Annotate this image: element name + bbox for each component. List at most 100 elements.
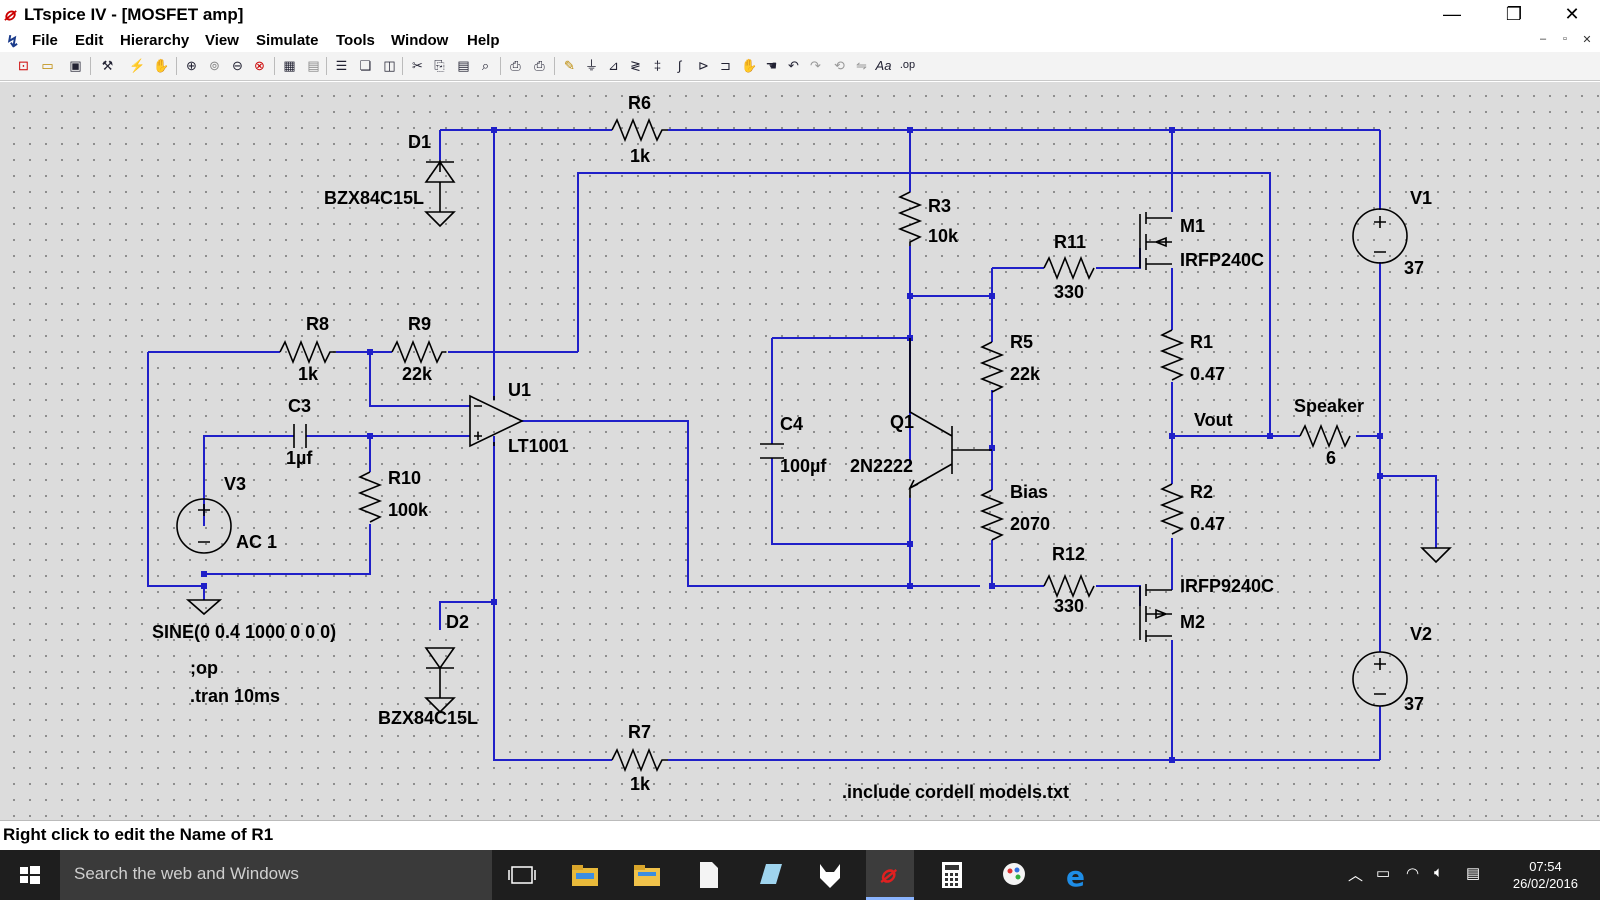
label-r12-name[interactable]: R12 bbox=[1052, 544, 1086, 564]
diode-icon[interactable]: ⊳ bbox=[698, 58, 709, 73]
file-explorer-icon[interactable] bbox=[566, 858, 602, 892]
resistor-r12[interactable] bbox=[1043, 573, 1095, 599]
voltage-source-v1[interactable] bbox=[1352, 208, 1408, 264]
wire-icon[interactable]: ✎ bbox=[564, 58, 575, 73]
capacitor-c4[interactable] bbox=[760, 443, 784, 459]
ground-v3[interactable] bbox=[185, 599, 223, 616]
print-icon[interactable]: ⎙ bbox=[534, 58, 545, 73]
calculator-icon[interactable] bbox=[934, 858, 970, 892]
ground-icon[interactable]: ⏚ bbox=[584, 58, 598, 73]
resistor-speaker[interactable] bbox=[1299, 423, 1351, 449]
menu-window[interactable]: Window bbox=[391, 32, 449, 49]
clock[interactable]: 07:54 26/02/2016 bbox=[1513, 858, 1578, 892]
voltage-source-v3[interactable] bbox=[176, 498, 232, 554]
label-r3-value[interactable]: 10k bbox=[928, 226, 959, 246]
resistor-r9[interactable] bbox=[391, 339, 446, 365]
new-schematic-icon[interactable]: ⊡ bbox=[18, 58, 29, 73]
label-r10-name[interactable]: R10 bbox=[388, 468, 422, 488]
label-d2-value[interactable]: BZX84C15L bbox=[378, 708, 479, 728]
label-c4-value[interactable]: 100µf bbox=[780, 456, 827, 476]
edge-icon[interactable]: e bbox=[1058, 858, 1094, 893]
label-m1-name[interactable]: M1 bbox=[1180, 216, 1206, 236]
menu-help[interactable]: Help bbox=[467, 32, 500, 49]
resistor-icon[interactable]: ≷ bbox=[630, 58, 641, 73]
label-u1-name[interactable]: U1 bbox=[508, 380, 532, 400]
capacitor-icon[interactable]: ‡ bbox=[653, 58, 662, 73]
search-box[interactable]: Search the web and Windows bbox=[60, 850, 492, 900]
component-icon[interactable]: ⊐ bbox=[720, 58, 731, 73]
label-u1-value[interactable]: LT1001 bbox=[508, 436, 569, 456]
menu-tools[interactable]: Tools bbox=[336, 32, 375, 49]
label-q1-name[interactable]: Q1 bbox=[890, 412, 915, 432]
label-v3-value[interactable]: AC 1 bbox=[236, 532, 278, 552]
label-r9-name[interactable]: R9 bbox=[408, 314, 432, 334]
label-r6-value[interactable]: 1k bbox=[630, 146, 651, 166]
redo-icon[interactable]: ↷ bbox=[810, 58, 821, 73]
save-icon[interactable]: ▣ bbox=[69, 58, 82, 73]
cascade-icon[interactable]: ❏ bbox=[359, 58, 372, 73]
label-v3-source[interactable]: SINE(0 0.4 1000 0 0 0) bbox=[152, 622, 337, 642]
resistor-r11[interactable] bbox=[1043, 255, 1095, 281]
label-d1-value[interactable]: BZX84C15L bbox=[324, 188, 425, 208]
menu-simulate[interactable]: Simulate bbox=[256, 32, 319, 49]
label-v1-value[interactable]: 37 bbox=[1404, 258, 1425, 278]
label-speaker-value[interactable]: 6 bbox=[1326, 448, 1337, 468]
label-r7-value[interactable]: 1k bbox=[630, 774, 651, 794]
mosfet-m1[interactable] bbox=[1139, 212, 1172, 270]
label-r1-value[interactable]: 0.47 bbox=[1190, 364, 1226, 384]
print-setup-icon[interactable]: ⎙ bbox=[510, 58, 521, 73]
label-d2-name[interactable]: D2 bbox=[446, 612, 470, 632]
label-m2-name[interactable]: M2 bbox=[1180, 612, 1206, 632]
label-m1-value[interactable]: IRFP240C bbox=[1180, 250, 1265, 270]
label-r1-name[interactable]: R1 bbox=[1190, 332, 1214, 352]
find-icon[interactable]: ⌕ bbox=[481, 58, 490, 73]
wifi-icon[interactable]: ◠ bbox=[1406, 865, 1420, 882]
label-v3-name[interactable]: V3 bbox=[224, 474, 247, 494]
zoom-fit-icon[interactable]: ⊗ bbox=[254, 58, 265, 73]
mirror-icon[interactable]: ⇋ bbox=[856, 58, 867, 73]
label-speaker-name[interactable]: Speaker bbox=[1294, 396, 1365, 416]
tile-vertical-icon[interactable]: ◫ bbox=[383, 58, 396, 73]
show-hidden-icons[interactable]: ︿ bbox=[1348, 867, 1364, 884]
paint-icon[interactable] bbox=[996, 858, 1032, 892]
label-r10-value[interactable]: 100k bbox=[388, 500, 429, 520]
label-bias-name[interactable]: Bias bbox=[1010, 482, 1049, 502]
label-c3-value[interactable]: 1µf bbox=[286, 448, 313, 468]
menu-view[interactable]: View bbox=[205, 32, 239, 49]
resistor-r7[interactable] bbox=[611, 747, 668, 773]
capacitor-c3[interactable] bbox=[293, 424, 307, 448]
text-icon[interactable]: Aa bbox=[875, 58, 892, 73]
transistor-q1[interactable] bbox=[908, 338, 992, 498]
resistor-r6[interactable] bbox=[611, 117, 668, 143]
undo-icon[interactable]: ↶ bbox=[788, 58, 799, 73]
halt-icon[interactable]: ✋ bbox=[153, 58, 170, 73]
label-r3-name[interactable]: R3 bbox=[928, 196, 952, 216]
menu-hierarchy[interactable]: Hierarchy bbox=[120, 32, 190, 49]
inductor-icon[interactable]: ∫ bbox=[677, 58, 682, 73]
maximize-icon[interactable]: ❐ bbox=[1505, 4, 1523, 24]
label-c4-name[interactable]: C4 bbox=[780, 414, 804, 434]
copy-icon[interactable]: ⎘ bbox=[434, 58, 445, 73]
ground-speaker[interactable] bbox=[1420, 547, 1452, 564]
schematic-canvas[interactable]: D1 BZX84C15L R6 1k R3 10k R11 330 M1 IRF… bbox=[0, 82, 1600, 820]
directive-tran[interactable]: .tran 10ms bbox=[190, 686, 281, 706]
resistor-r3[interactable] bbox=[897, 191, 923, 246]
run-icon[interactable]: ⚡ bbox=[129, 58, 146, 73]
grid-icon[interactable]: ▤ bbox=[307, 58, 320, 73]
paste-icon[interactable]: ▤ bbox=[457, 58, 470, 73]
doc-close-icon[interactable]: ✕ bbox=[1582, 34, 1592, 46]
label-r8-value[interactable]: 1k bbox=[298, 364, 319, 384]
label-r2-value[interactable]: 0.47 bbox=[1190, 514, 1226, 534]
label-c3-name[interactable]: C3 bbox=[288, 396, 312, 416]
battery-icon[interactable]: ▭ bbox=[1376, 865, 1391, 882]
move-icon[interactable]: ✋ bbox=[741, 58, 758, 73]
notepad-icon[interactable] bbox=[752, 858, 788, 892]
label-r11-value[interactable]: 330 bbox=[1054, 282, 1085, 302]
ltspice-taskbar-icon[interactable]: ⌀ bbox=[866, 850, 914, 900]
folder-icon[interactable] bbox=[628, 858, 664, 892]
label-r5-name[interactable]: R5 bbox=[1010, 332, 1034, 352]
mosfet-m2[interactable] bbox=[1139, 584, 1172, 642]
menu-edit[interactable]: Edit bbox=[75, 32, 104, 49]
resistor-r5[interactable] bbox=[979, 341, 1005, 393]
action-center-icon[interactable]: ▤ bbox=[1466, 865, 1481, 882]
